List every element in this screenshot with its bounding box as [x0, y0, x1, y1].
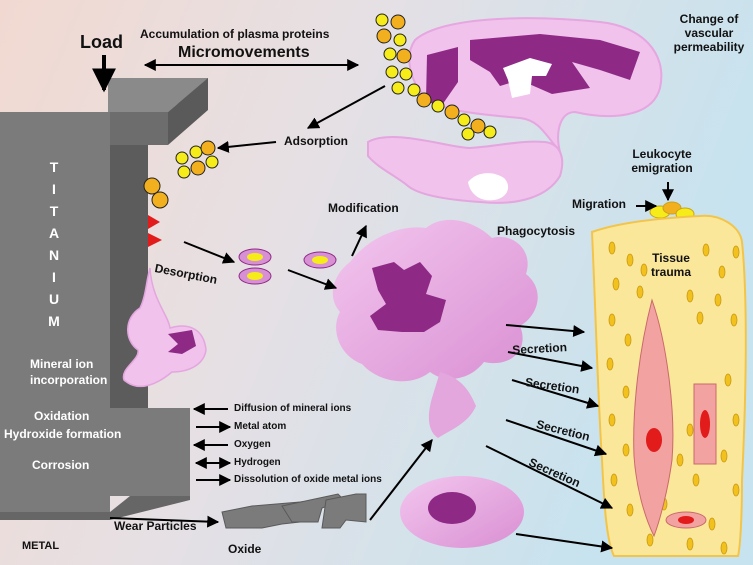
mineral-ion-label: Mineral ion incorporation — [30, 356, 107, 388]
adsorption-label: Adsorption — [284, 134, 348, 148]
hydroxide-label: Hydroxide formation — [4, 427, 122, 441]
vascular-permeability-label: Change of vascular permeability — [666, 12, 752, 54]
wear-particles-label: Wear Particles — [114, 519, 197, 533]
tissue-spindle-cell — [633, 298, 674, 538]
tissue-rect-nucleus — [700, 410, 710, 438]
implant-upper-ledge — [110, 112, 168, 145]
titanium-letter: U — [48, 291, 60, 307]
arrow-desorption — [183, 241, 236, 264]
load-label: Load — [80, 32, 123, 52]
arrow-oxide-cell — [369, 439, 433, 521]
process-hydrogen: Hydrogen — [234, 457, 281, 468]
protein-cluster-top — [375, 13, 497, 141]
micromovements-label: Micromovements — [178, 44, 310, 61]
leukocyte-line-2: emigration — [631, 160, 693, 175]
tissue-granules — [606, 241, 740, 555]
macrophage — [332, 219, 538, 438]
migration-label: Migration — [572, 197, 626, 211]
vascular-nucleus-1 — [426, 47, 458, 108]
macrophage-nucleus — [370, 262, 446, 332]
corrosion-label: Corrosion — [32, 458, 90, 472]
plasma-proteins-label: Accumulation of plasma proteins — [140, 27, 330, 41]
titanium-letter: I — [52, 181, 56, 197]
titanium-implant — [0, 78, 208, 520]
tissue-trauma — [590, 214, 747, 557]
deposit-red-1 — [148, 215, 160, 229]
arrow-wear — [109, 515, 220, 528]
titanium-letter: T — [49, 159, 59, 175]
arrow-particles-cell — [287, 269, 338, 290]
titanium-letter: M — [48, 313, 60, 329]
tissue-trauma-line-1: Tissue — [652, 251, 690, 265]
phagocytosis-label: Phagocytosis — [497, 224, 576, 238]
implant-cell-body — [122, 267, 207, 388]
titanium-letter: A — [48, 225, 60, 241]
desorbed-particles — [238, 248, 337, 285]
oxide-label: Oxide — [228, 542, 262, 556]
vascular-vacuole — [503, 58, 552, 98]
leukocyte-emigration-label: Leukocyte emigration — [612, 147, 712, 176]
arrow-modification — [351, 224, 367, 257]
deposit-red-2 — [148, 233, 162, 247]
implant-cell-nucleus — [168, 330, 196, 354]
tissue-trauma-line-2: trauma — [650, 264, 691, 279]
oxide-particles — [221, 493, 367, 529]
vascular-permeability-line-2: vascular — [684, 25, 734, 40]
process-dissolution: Dissolution of oxide metal ions — [234, 474, 382, 485]
vascular-cell — [408, 17, 663, 153]
macrophage-tail — [428, 372, 476, 438]
tissue-spindle-nucleus — [646, 428, 662, 452]
protein-cluster-adsorbed — [175, 140, 219, 179]
implant-cell — [122, 267, 207, 388]
titanium-label: T I T A N I U M — [42, 156, 66, 332]
arrow-secretion-4 — [505, 419, 608, 457]
secretion-label-1: Secretion — [511, 340, 568, 357]
titanium-letter: T — [49, 203, 59, 219]
arrow-bottom-cell — [515, 533, 614, 553]
middle-cell-body — [367, 136, 564, 204]
arrow-secretion-5 — [485, 445, 614, 509]
implant-foot — [0, 496, 190, 520]
middle-cell-vacuole — [468, 173, 509, 201]
process-diffusion: Diffusion of mineral ions — [234, 403, 352, 414]
implant-right-face — [168, 78, 208, 145]
implant-body — [0, 112, 110, 512]
protein-cluster-implant — [143, 177, 169, 209]
arrow-plasma — [306, 85, 386, 129]
bottom-cell — [400, 476, 524, 548]
tissue-trauma-label: Tissue trauma — [636, 251, 706, 280]
oxidation-label: Oxidation — [34, 409, 90, 423]
vascular-permeability-line-3: permeability — [673, 39, 745, 54]
middle-cell — [367, 136, 564, 204]
mineral-ion-line-2: incorporation — [30, 373, 108, 387]
arrow-secretion-2 — [507, 351, 594, 372]
modification-label: Modification — [328, 201, 399, 215]
titanium-letter: N — [48, 247, 60, 263]
tissue-small-nucleus — [678, 516, 694, 524]
arrow-secretion-1 — [505, 324, 586, 338]
implant-lower-block — [110, 408, 190, 496]
mineral-ion-line-1: Mineral ion — [30, 357, 94, 371]
titanium-letter: I — [52, 269, 56, 285]
vascular-permeability-line-1: Change of — [679, 12, 739, 26]
leukocyte-line-1: Leukocyte — [632, 147, 692, 161]
arrows — [92, 55, 674, 553]
arrow-adsorption — [216, 140, 277, 153]
process-oxygen: Oxygen — [234, 439, 271, 450]
metal-label: METAL — [22, 540, 60, 552]
arrow-secretion-3 — [511, 379, 600, 409]
implant-cap-top — [108, 78, 208, 112]
bottom-cell-nucleus — [428, 492, 476, 524]
process-metal-atom: Metal atom — [234, 421, 287, 432]
